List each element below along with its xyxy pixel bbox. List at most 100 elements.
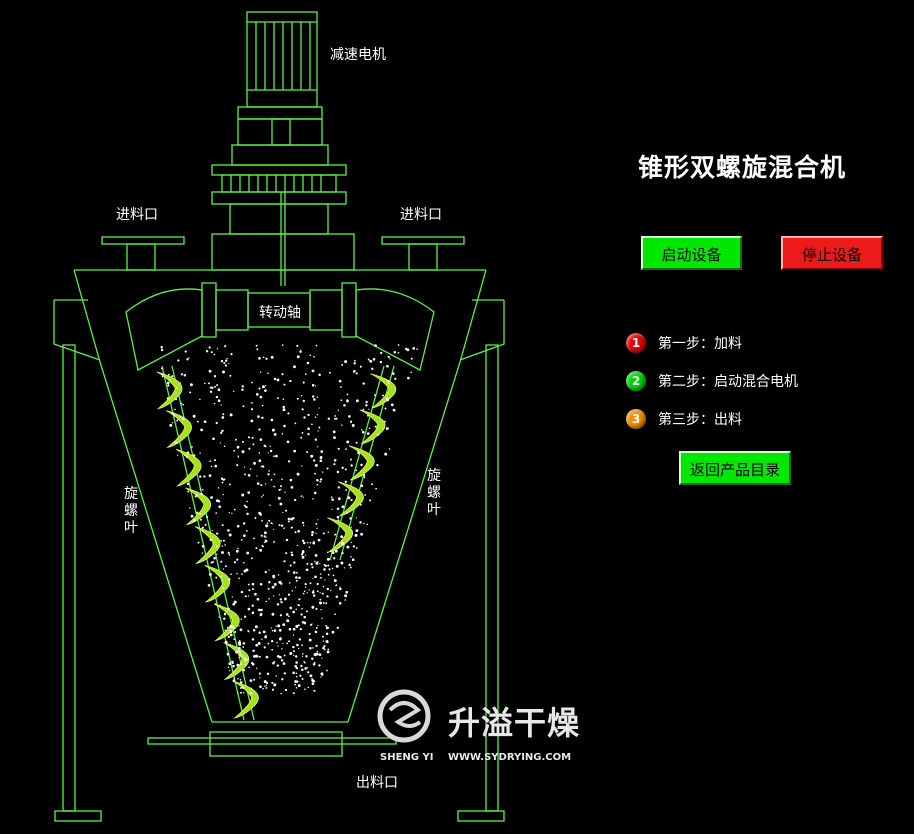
particle — [326, 587, 329, 591]
particle — [295, 672, 298, 675]
particle — [219, 604, 221, 606]
particle — [307, 413, 310, 417]
particle — [238, 647, 241, 650]
particle — [262, 356, 265, 359]
particle — [374, 394, 376, 396]
particle — [294, 498, 297, 502]
particle — [302, 655, 304, 658]
particle — [328, 568, 331, 571]
particle — [276, 397, 279, 400]
particle — [228, 669, 231, 672]
shaft-label: 转动轴 — [259, 305, 301, 321]
particle — [236, 558, 239, 561]
particle — [302, 496, 304, 498]
particle — [335, 595, 339, 599]
particle — [336, 515, 340, 519]
particle — [330, 589, 332, 592]
start-device-button[interactable]: 启动设备 — [641, 236, 742, 270]
particle — [259, 685, 262, 688]
particle — [266, 672, 270, 676]
particle — [244, 657, 247, 660]
particle — [330, 496, 333, 499]
particle — [352, 370, 356, 373]
particle — [249, 468, 252, 470]
blade-segment — [185, 487, 212, 526]
stop-device-button[interactable]: 停止设备 — [781, 236, 883, 270]
particle — [171, 375, 174, 378]
particle — [260, 608, 263, 612]
particle — [218, 616, 220, 618]
particle — [230, 353, 233, 356]
particle — [407, 376, 410, 380]
watermark-name: 升溢干燥 — [448, 704, 581, 742]
particle — [206, 515, 209, 519]
particle — [233, 449, 236, 452]
blade-segment — [327, 517, 353, 553]
particle — [224, 612, 226, 615]
particle — [289, 652, 293, 655]
particle — [264, 539, 268, 543]
particle — [394, 377, 397, 381]
particle — [269, 504, 271, 506]
particle — [325, 625, 327, 627]
particle — [161, 367, 164, 370]
particle — [287, 460, 291, 463]
particle — [371, 483, 374, 486]
particle — [242, 561, 245, 564]
particle — [239, 628, 243, 632]
particle — [179, 382, 182, 384]
particle — [318, 407, 320, 409]
particle — [332, 430, 336, 434]
particle — [167, 384, 170, 387]
particle — [297, 529, 301, 533]
particle — [293, 449, 297, 453]
particle — [224, 629, 226, 631]
particle — [360, 532, 363, 536]
particle — [224, 345, 227, 348]
particle — [256, 348, 259, 351]
particle — [273, 595, 275, 597]
particle — [273, 629, 277, 632]
particle — [300, 613, 303, 616]
step-2-text: 第二步：启动混合电机 — [658, 374, 798, 390]
particle — [322, 646, 325, 650]
particle — [227, 578, 231, 581]
particle — [337, 447, 340, 450]
particle — [300, 436, 303, 439]
particle — [281, 478, 283, 481]
particle — [265, 655, 269, 659]
particle — [304, 667, 307, 670]
particle — [208, 346, 211, 349]
step-2: 2 第二步：启动混合电机 — [626, 371, 798, 391]
particle — [286, 619, 290, 623]
particle — [247, 607, 251, 611]
particle — [303, 416, 306, 419]
particle — [288, 582, 291, 584]
particle — [292, 571, 296, 574]
particle — [258, 672, 261, 675]
particle — [276, 378, 280, 382]
particle — [346, 393, 349, 396]
particle — [236, 663, 239, 667]
particle — [317, 519, 319, 521]
particle — [243, 534, 246, 538]
particle — [301, 465, 303, 467]
particle — [311, 605, 315, 609]
particle — [248, 666, 250, 669]
particle — [347, 496, 351, 500]
particle — [225, 359, 228, 362]
particle — [377, 433, 380, 436]
back-to-catalog-button[interactable]: 返回产品目录 — [679, 451, 791, 485]
particle — [294, 655, 298, 658]
particle — [341, 466, 344, 469]
particle — [296, 472, 300, 476]
particle — [311, 566, 314, 569]
particle — [233, 600, 237, 604]
particle — [189, 391, 192, 394]
particle — [341, 424, 343, 426]
particle — [313, 689, 316, 692]
particle — [236, 573, 238, 575]
particle — [309, 354, 312, 357]
particle — [273, 473, 276, 476]
particle — [282, 642, 284, 644]
